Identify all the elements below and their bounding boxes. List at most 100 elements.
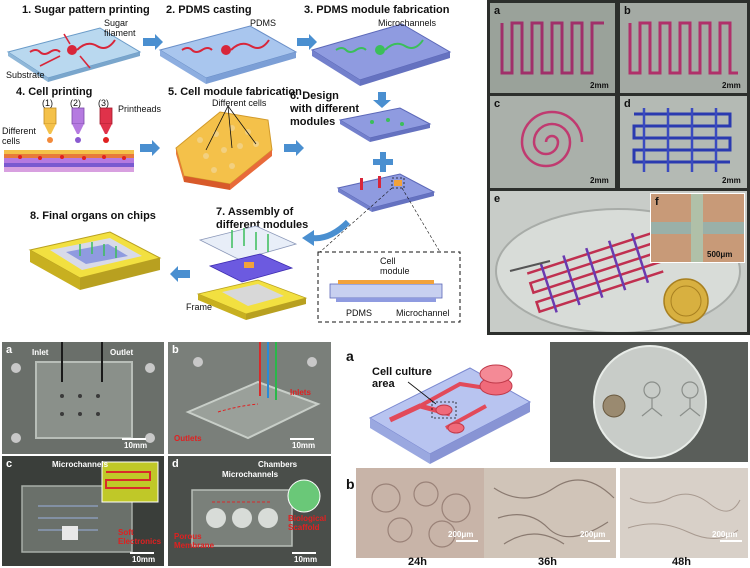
figure-letter-b: b — [346, 476, 355, 492]
step-3-title: 3. PDMS module fabrication — [304, 4, 450, 16]
label-n2: (2) — [70, 98, 81, 108]
step-5-title: 5. Cell module fabrication — [168, 86, 302, 98]
scale-label-24h: 200μm — [448, 530, 474, 539]
panel-letter-d: d — [624, 98, 631, 110]
device-panel-c: c Microchannels Soft Electronics 10mm — [2, 456, 164, 566]
label-printheads: Printheads — [118, 104, 162, 114]
arrow-1-2 — [143, 34, 163, 50]
label-soft-electronics: Soft Electronics — [118, 528, 162, 546]
label-biological-scaffold: Biological Scaffold — [288, 514, 327, 532]
label-n1: (1) — [42, 98, 53, 108]
photo-panel-b: b 2mm — [620, 3, 747, 93]
pdms-module — [310, 23, 452, 86]
label-pdms-step2: PDMS — [250, 18, 277, 28]
plus-sign-h — [373, 159, 393, 165]
label-pdms-callout: PDMS — [346, 308, 373, 318]
scale-label-b: 2mm — [722, 81, 741, 90]
label-inlet: Inlet — [32, 348, 49, 357]
scale-label-48h: 200μm — [712, 530, 738, 539]
photo-panel-c: c 2mm — [490, 96, 615, 188]
scale-label-device-c: 10mm — [132, 555, 156, 564]
scale-label-d: 2mm — [722, 176, 741, 185]
printed-channel-photos: a 2mm b 2mm c 2mm d 2mm e — [487, 0, 750, 335]
printhead-3 — [99, 107, 113, 143]
step-6-title: 6. Design with different modules — [290, 90, 360, 128]
device-letter-d: d — [172, 458, 179, 470]
figure-letter-a: a — [346, 348, 354, 364]
scale-label-a: 2mm — [590, 81, 609, 90]
label-different-cells-mid: Different cells — [212, 98, 267, 108]
arrow-7-8 — [170, 266, 190, 282]
label-frame: Frame — [186, 302, 213, 312]
panel-letter-b: b — [624, 5, 631, 17]
design-module-bottom — [336, 173, 436, 212]
label-cell-culture-area: Cell culture area — [372, 366, 432, 390]
step-7-title: 7. Assembly of different modules — [216, 206, 309, 231]
label-chambers: Chambers — [258, 460, 298, 469]
culture-chip-diagram — [368, 364, 532, 464]
time-label-48h: 48h — [672, 556, 691, 568]
micrograph-36h: 200μm — [484, 468, 616, 558]
scale-label-f: 500μm — [707, 250, 733, 259]
micrograph-48h: 200μm — [620, 468, 748, 558]
label-microchannels: Microchannels — [378, 18, 437, 28]
micrograph-24h: 200μm — [356, 468, 484, 558]
device-panel-d: d Chambers Microchannels Porous Membrane… — [168, 456, 331, 566]
printhead-2 — [71, 107, 85, 143]
scale-label-device-b: 10mm — [292, 441, 316, 450]
label-microchannels-c: Microchannels — [52, 460, 109, 469]
petri-dish-photo — [550, 342, 748, 462]
arrow-2-3 — [297, 34, 317, 50]
device-letter-a: a — [6, 344, 13, 356]
arrow-3-6 — [373, 92, 391, 108]
time-label-36h: 36h — [538, 556, 557, 568]
label-outlet: Outlet — [110, 348, 134, 357]
final-chip — [28, 231, 162, 290]
scale-label-c: 2mm — [590, 176, 609, 185]
photo-panel-d: d 2mm — [620, 96, 747, 188]
step-8-title: 8. Final organs on chips — [30, 210, 156, 222]
arrow-4-5 — [140, 140, 160, 156]
panel-letter-e: e — [494, 193, 501, 205]
cell-culture-figure: a b Cell culture area — [336, 340, 750, 568]
label-inlets: Inlets — [290, 388, 311, 397]
pdms-casting-block — [158, 25, 298, 84]
scale-label-device-d: 10mm — [294, 555, 318, 564]
cross-section-callout — [317, 251, 461, 323]
chip-device-photos: a Inlet Outlet 10mm b Inlets Outlets 10m… — [0, 340, 333, 568]
panel-letter-f: f — [655, 196, 659, 208]
cell-module-hex — [175, 105, 273, 190]
time-label-24h: 24h — [408, 556, 427, 568]
device-panel-a: a Inlet Outlet 10mm — [2, 342, 164, 454]
label-substrate: Substrate — [6, 70, 45, 80]
photo-panel-a: a 2mm — [490, 3, 615, 93]
step-1-title: 1. Sugar pattern printing — [22, 4, 150, 16]
label-microchannels-d: Microchannels — [222, 470, 279, 479]
scale-label-36h: 200μm — [580, 530, 606, 539]
arrow-6-7 — [311, 219, 351, 242]
arrow-5-6 — [284, 140, 304, 156]
step-2-title: 2. PDMS casting — [166, 4, 252, 16]
label-outlets: Outlets — [174, 434, 202, 443]
photo-panel-f: f 500μm — [650, 193, 745, 263]
design-module-top — [338, 107, 432, 142]
fabrication-schematic: 1. Sugar pattern printing 2. PDMS castin… — [0, 0, 480, 335]
label-different-cells-left: Different cells — [2, 126, 36, 146]
panel-letter-c: c — [494, 98, 501, 110]
scale-label-device-a: 10mm — [124, 441, 148, 450]
label-n3: (3) — [98, 98, 109, 108]
step-4-title: 4. Cell printing — [16, 86, 93, 98]
device-letter-c: c — [6, 458, 13, 470]
label-microchannel: Microchannel — [396, 308, 450, 318]
panel-letter-a: a — [494, 5, 501, 17]
assembly-exploded — [196, 225, 308, 320]
label-sugar-filament: Sugar filament — [104, 18, 136, 38]
label-cell-module: Cell module — [380, 256, 410, 276]
device-letter-b: b — [172, 344, 179, 356]
printhead-1 — [43, 107, 57, 143]
label-porous-membrane: Porous Membrane — [174, 532, 215, 550]
device-panel-b: b Inlets Outlets 10mm — [168, 342, 331, 454]
sugar-substrate — [6, 27, 142, 82]
schematic-drawing — [4, 23, 461, 323]
cell-printing-layers — [4, 150, 134, 172]
